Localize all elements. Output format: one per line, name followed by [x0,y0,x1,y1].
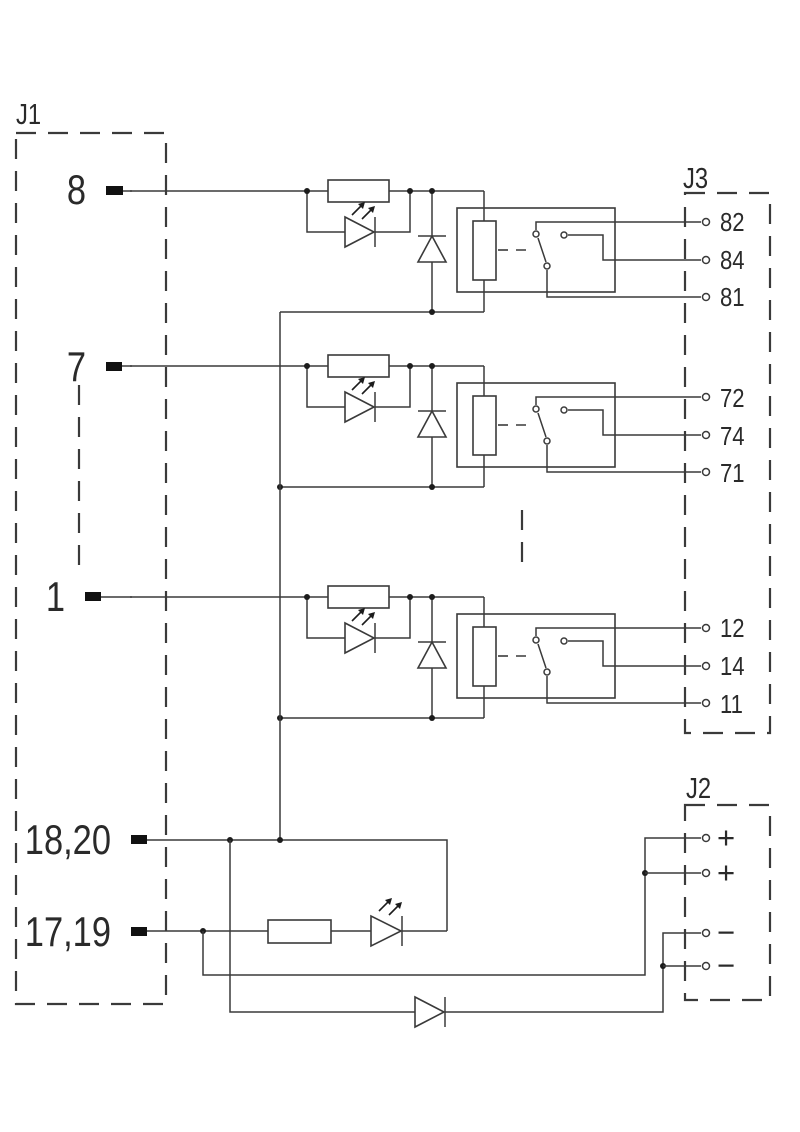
relay-channel-8 [123,179,711,316]
j1-pin-label-7: 7 [66,343,86,390]
power-led-branch [147,898,447,948]
j1-pin-squares [85,186,147,936]
j2-connector-label: J2 [686,773,712,805]
j3-contact-label-82: 82 [720,207,745,237]
minus-supply-net [229,840,711,1029]
j1-connector-box [14,131,168,1006]
resistor [267,919,332,944]
j1-pin-label-18-20: 18,20 [24,816,111,863]
relay-channel-7 [122,354,711,491]
relay-channel-1 [101,585,711,722]
j3-contact-label-11: 11 [720,689,743,719]
j1-pin-label-17-19: 17,19 [24,908,111,955]
j3-connector-box [520,191,772,735]
supply-18-20-net [147,837,448,931]
j2-pin-label-plus-1: + [717,820,736,855]
j3-contact-label-81: 81 [720,282,745,312]
j3-contact-label-84: 84 [720,245,745,275]
j3-connector-label: J3 [683,163,709,195]
j1-pin-label-1: 1 [45,573,65,620]
j3-contact-label-71: 71 [720,458,745,488]
j1-connector-label: J1 [16,99,42,131]
j2-connector-box [683,803,772,1002]
j2-pin-label-minus-1: − [717,915,736,950]
led-icon [370,914,403,948]
j3-contact-label-14: 14 [720,651,745,681]
j2-pin-label-plus-2: + [717,855,736,890]
j1-pin-label-8: 8 [66,166,86,213]
j2-pin-label-minus-2: − [717,948,736,983]
polarity-diode-icon [414,995,446,1029]
j3-contact-label-74: 74 [720,421,745,451]
j3-contact-label-12: 12 [720,613,745,643]
j3-contact-label-72: 72 [720,383,745,413]
plus-supply-net [202,833,711,976]
